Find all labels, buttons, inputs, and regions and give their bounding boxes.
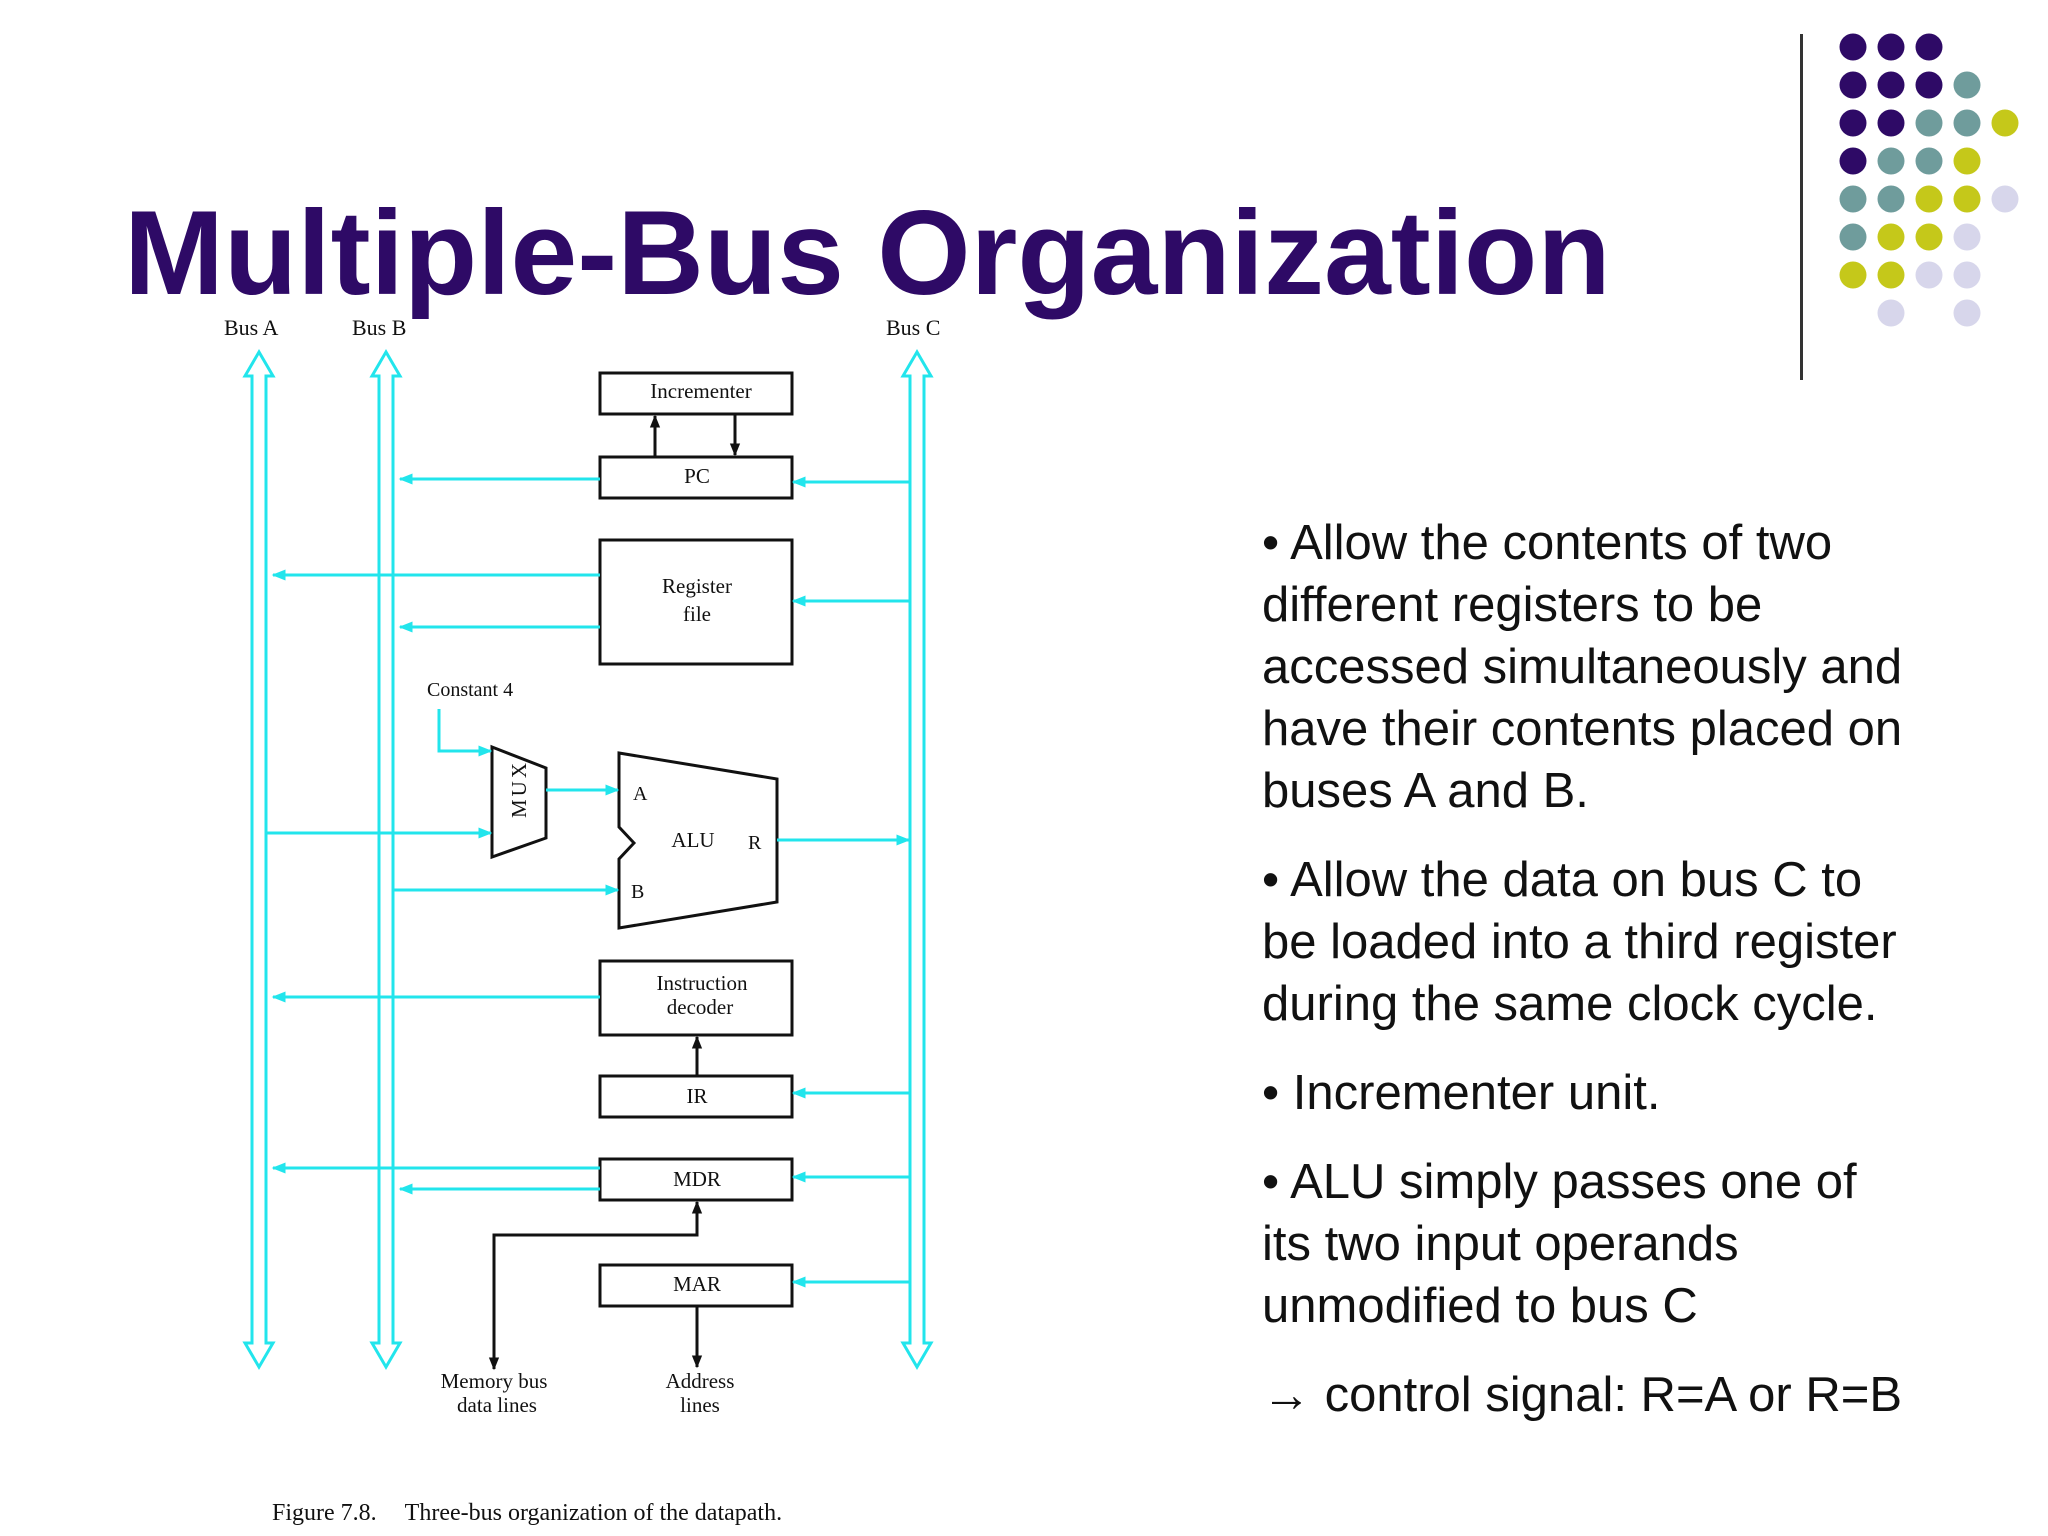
memory-bus-label-line2: data lines (457, 1393, 537, 1417)
bullet-line: have their contents placed on (1262, 702, 1903, 756)
alu-label: ALU (671, 828, 714, 852)
alu-input-a-label: A (633, 783, 648, 805)
decor-dot-olive (1839, 261, 1867, 289)
mux-block (490, 744, 548, 860)
decor-dot-olive (1991, 109, 2019, 137)
decor-dot-teal (1953, 109, 1981, 137)
decor-dot-olive (1953, 185, 1981, 213)
bus-c (900, 349, 934, 1370)
decor-dot-purple (1915, 71, 1943, 99)
figure-number: Figure 7.8. (272, 1500, 377, 1526)
pc-label: PC (684, 464, 710, 488)
decor-dot-olive (1915, 185, 1943, 213)
address-lines-label-line1: Address (666, 1369, 735, 1393)
bullet-line: different registers to be (1262, 578, 1763, 632)
alu-output-r-label: R (748, 832, 762, 854)
decor-dot-olive (1877, 261, 1905, 289)
instruction-decoder-label-line2: decoder (667, 995, 733, 1019)
decor-dot-teal (1915, 109, 1943, 137)
decor-dot-purple (1915, 33, 1943, 61)
constant-4-to-mux (437, 709, 493, 757)
decor-dot-olive (1915, 223, 1943, 251)
decor-dot-lavender (1877, 299, 1905, 327)
constant-4-label: Constant 4 (427, 679, 513, 701)
register-file-block (598, 538, 794, 666)
decor-dot-purple (1877, 33, 1905, 61)
figure-caption: Figure 7.8. Three-bus organization of the… (272, 1500, 810, 1527)
bullet-line: its two input operands (1262, 1217, 1739, 1271)
decor-dot-teal (1915, 147, 1943, 175)
bullet-line: be loaded into a third register (1262, 915, 1897, 969)
bus-a (242, 349, 276, 1370)
decor-dot-teal (1839, 185, 1867, 213)
slide-title: Multiple-Bus Organization (124, 186, 1611, 320)
mdr-register (598, 1157, 794, 1202)
instruction-decoder-block (598, 959, 794, 1037)
decor-dot-lavender (1991, 185, 2019, 213)
instruction-decoder-label-line1: Instruction (657, 971, 748, 995)
bullet-line: • Incrementer unit. (1262, 1066, 1661, 1120)
bullet-line: buses A and B. (1262, 764, 1589, 818)
incrementer-label: Incrementer (650, 379, 751, 403)
bullet-line: • Allow the data on bus C to (1262, 853, 1863, 907)
decor-dot-teal (1877, 147, 1905, 175)
bullet-line: accessed simultaneously and (1262, 640, 1903, 694)
decor-dot-olive (1877, 223, 1905, 251)
bullet-two-register-access: • Allow the contents of two different re… (1262, 512, 2002, 822)
bullet-line: unmodified to bus C (1262, 1279, 1698, 1333)
bullet-alu-pass-through: • ALU simply passes one of its two input… (1262, 1151, 2002, 1337)
decor-dot-lavender (1953, 223, 1981, 251)
mar-label: MAR (673, 1272, 721, 1296)
decor-dot-olive (1953, 147, 1981, 175)
bus-a-label: Bus A (224, 315, 279, 340)
decor-dot-purple (1839, 147, 1867, 175)
decor-dot-teal (1839, 223, 1867, 251)
mdr-label: MDR (673, 1167, 721, 1191)
bullet-incrementer-unit: • Incrementer unit. (1262, 1062, 2002, 1124)
figure-caption-text: Three-bus organization of the datapath. (404, 1500, 783, 1526)
bus-c-label: Bus C (886, 315, 940, 340)
bus-b-label: Bus B (352, 315, 406, 340)
mar-register (598, 1263, 794, 1308)
decor-dot-lavender (1953, 261, 1981, 289)
decorative-dot-grid (1839, 33, 2019, 327)
decor-dot-lavender (1915, 261, 1943, 289)
incrementer-block (598, 371, 794, 416)
address-lines-label-line2: lines (680, 1393, 720, 1417)
bullet-line: • ALU simply passes one of (1262, 1155, 1857, 1209)
decor-dot-purple (1839, 71, 1867, 99)
decor-dot-teal (1953, 71, 1981, 99)
bullet-line: • Allow the contents of two (1262, 516, 1833, 570)
bus-b (369, 349, 403, 1370)
decor-dot-purple (1877, 109, 1905, 137)
decor-dot-lavender (1953, 299, 1981, 327)
decor-dot-purple (1839, 33, 1867, 61)
decor-dot-purple (1839, 109, 1867, 137)
alu-input-b-label: B (631, 881, 644, 903)
register-file-label-line1: Register (662, 574, 732, 598)
control-signal-note: → control signal: R=A or R=B (1262, 1368, 1903, 1422)
bullet-list: • Allow the contents of two different re… (1262, 512, 2002, 1426)
ir-label: IR (687, 1084, 708, 1108)
memory-bus-label-line1: Memory bus (441, 1369, 548, 1393)
bullet-line: during the same clock cycle. (1262, 977, 1878, 1031)
decor-dot-purple (1877, 71, 1905, 99)
decor-dot-teal (1877, 185, 1905, 213)
register-file-label-line2: file (683, 602, 711, 626)
mux-label: MUX (507, 760, 531, 818)
title-divider-line (1800, 34, 1803, 380)
bullet-bus-c-load: • Allow the data on bus C to be loaded i… (1262, 849, 2002, 1035)
